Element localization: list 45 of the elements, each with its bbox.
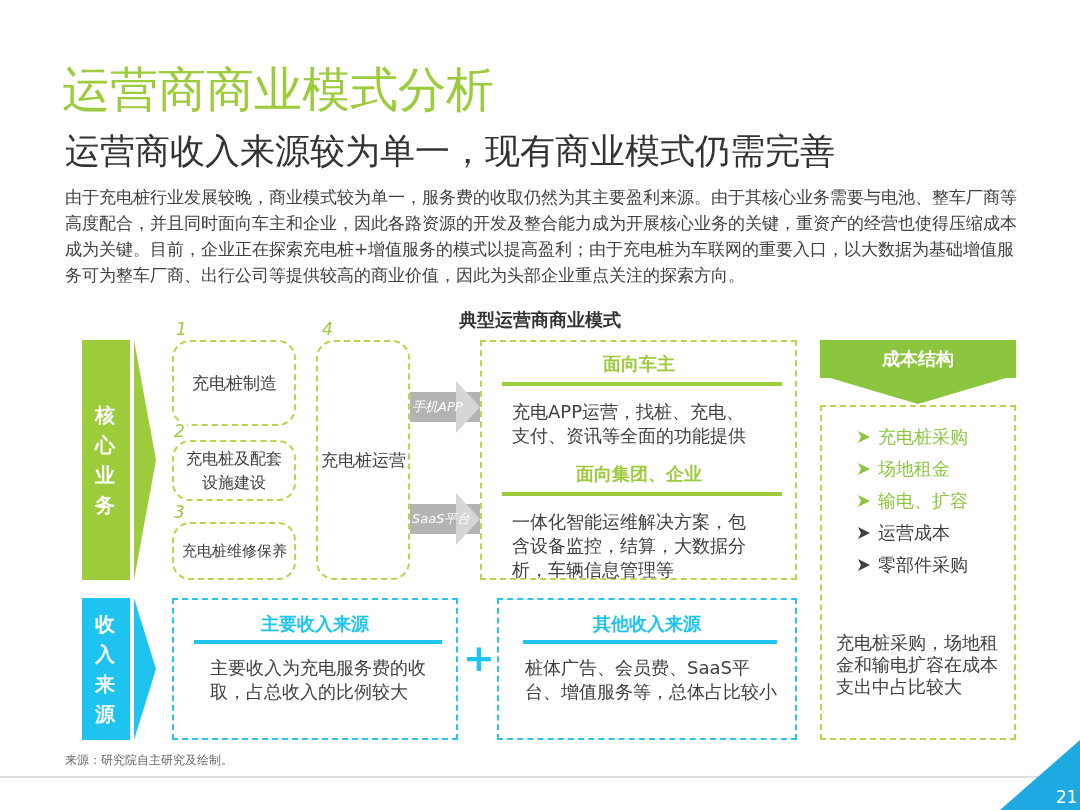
process-box <box>172 522 296 580</box>
box-text: 充电桩运营 <box>319 449 407 472</box>
content-box <box>172 598 458 740</box>
process-box <box>172 440 296 501</box>
description-text: 桩体广告、会员费、SaaS平台、增值服务等，总体占比较小 <box>525 656 778 704</box>
box-text: 充电桩维修保养 <box>180 541 288 562</box>
arrow <box>410 381 480 433</box>
arrow <box>410 493 480 545</box>
category-band <box>82 340 156 580</box>
description-text: 充电APP运营，找桩、充电、支付、资讯等全面的功能提供 <box>512 400 747 448</box>
content-box <box>497 598 797 740</box>
section-heading: 面向车主 <box>601 352 676 376</box>
list-item: 零部件采购 <box>878 553 968 577</box>
step-number: 2 <box>172 422 187 440</box>
page-title: 运营商商业模式分析 <box>62 60 494 119</box>
section-heading: 主要收入来源 <box>260 612 370 636</box>
intro-paragraph: 由于充电桩行业发展较晚，商业模式较为单一，服务费的收取仍然为其主要盈利来源。由于其核心业务需要与电池、整车厂商等高度配合，并且同时面向车主和企业，因此各路资源的开发及整合能力成为开展核心业务的关键，重资产的经营也使得压缩成本成为关键。目前，企业正在探索充电桩+增值服务的模式以提高盈利；由于充电桩为车联网的重要入口，以大数据为基础增值服务可为整车厂商、出行公司等提供较高的商业价值，因此为头部企业重点关注的探索方向。 <box>65 186 1018 287</box>
page-number: 21 <box>1056 787 1078 807</box>
description-text: 主要收入为充电服务费的收取，占总收入的比例较大 <box>210 656 427 704</box>
edge-label: 手机APP <box>412 398 463 416</box>
list-item: 运营成本 <box>878 521 950 545</box>
step-number: 4 <box>320 320 335 338</box>
content-box <box>480 340 797 580</box>
header-text: 成本结构 <box>882 347 954 371</box>
list-item: 充电桩采购 <box>878 425 968 449</box>
diagram-heading: 典型运营商商业模式 <box>458 308 622 332</box>
list-item: 场地租金 <box>878 457 950 481</box>
section-heading: 其他收入来源 <box>592 612 702 636</box>
arrow <box>830 378 1006 404</box>
subtitle: 运营商收入来源较为单一，现有商业模式仍需完善 <box>65 130 835 173</box>
box-text: 充电桩及配套设施建设 <box>185 447 283 494</box>
header-bar <box>820 340 1016 378</box>
box-text: 充电桩制造 <box>190 372 278 395</box>
process-box <box>316 340 410 580</box>
band-label: 核心业务 <box>95 402 116 519</box>
description-text: 一体化智能运维解决方案，包含设备监控，结算，大数据分析，车辆信息管理等 <box>512 510 747 582</box>
plus-sign: + <box>462 636 496 680</box>
band-label: 收入来源 <box>95 611 116 728</box>
list-item: 输电、扩容 <box>878 489 968 513</box>
section-heading: 面向集团、企业 <box>574 462 703 486</box>
source-note: 来源：研究院自主研究及绘制。 <box>65 752 233 769</box>
category-band <box>82 598 156 740</box>
step-number: 3 <box>172 503 187 521</box>
summary-text: 充电桩采购，场地租金和输电扩容在成本支出中占比较大 <box>836 632 999 698</box>
content-box <box>820 405 1016 740</box>
